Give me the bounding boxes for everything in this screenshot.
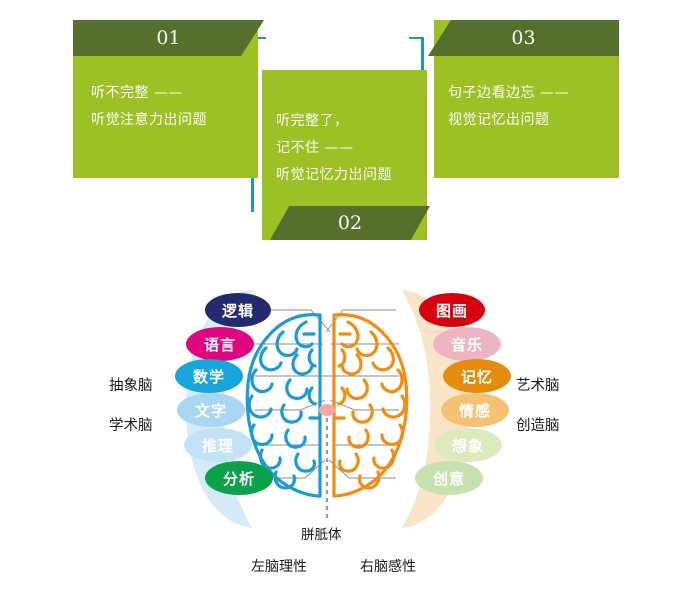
connector-line-left-tick [251, 37, 266, 39]
brain-label-qinggan[interactable]: 情感 [441, 393, 509, 427]
problem-cards-section: 01 听不完整 —— 听觉注意力出问题 听完整了， 记不住 —— 听觉记忆力出问… [0, 0, 695, 260]
brain-label-xiangxiang[interactable]: 想象 [434, 428, 502, 462]
card-03[interactable]: 03 句子边看边忘 —— 视觉记忆出问题 [428, 20, 619, 178]
brain-label-yuyan-text: 语言 [203, 335, 236, 354]
card-01[interactable]: 01 听不完整 —— 听觉注意力出问题 [73, 20, 264, 178]
brain-label-fenxi-text: 分析 [222, 469, 255, 488]
brain-label-wenzi[interactable]: 文字 [177, 393, 245, 427]
brain-label-tuhua-text: 图画 [435, 301, 468, 320]
label-left-brain-rational: 左脑理性 [251, 559, 307, 575]
brain-illustration [186, 290, 468, 528]
card-02-text: 听完整了， 记不住 —— 听觉记忆力出问题 [276, 113, 392, 183]
card-01-banner: 01 [73, 20, 264, 56]
side-label-academic-brain: 学术脑 [106, 413, 156, 436]
brain-label-xiangxiang-text: 想象 [451, 436, 484, 455]
brain-label-shuxue-text: 数学 [192, 367, 225, 386]
card-03-number: 03 [511, 27, 536, 49]
side-label-abstract-brain: 抽象脑 [106, 373, 156, 396]
brain-label-tuili[interactable]: 推理 [184, 428, 252, 462]
brain-label-yuyan[interactable]: 语言 [186, 327, 254, 361]
card-03-banner: 03 [428, 20, 619, 56]
label-corpus-callosum: 胼胝体 [301, 527, 342, 543]
brain-label-wenzi-text: 文字 [194, 401, 227, 420]
card-02[interactable]: 听完整了， 记不住 —— 听觉记忆力出问题 02 [262, 70, 430, 240]
connector-line-right-tick [409, 37, 424, 39]
card-02-number: 02 [337, 212, 363, 234]
card-01-number: 01 [156, 27, 181, 49]
brain-label-shuxue[interactable]: 数学 [175, 359, 243, 393]
card-01-text: 听不完整 —— 听觉注意力出问题 [91, 85, 207, 128]
brain-label-tuili-text: 推理 [201, 436, 234, 455]
brain-label-jiyi[interactable]: 记忆 [443, 359, 511, 393]
brain-diagram-section: 逻辑 语言 数学 文字 推理 分析 图画 音乐 记忆 情感 想象 [0, 260, 695, 595]
brain-label-fenxi[interactable]: 分析 [205, 461, 273, 495]
card-02-banner: 02 [270, 206, 430, 240]
right-leader-lines [325, 309, 399, 479]
label-right-brain-emotional: 右脑感性 [360, 559, 416, 575]
card-03-text: 句子边看边忘 —— 视觉记忆出问题 [448, 85, 569, 128]
brain-label-yinyue-text: 音乐 [450, 335, 483, 354]
brain-label-chuangyi-text: 创意 [432, 469, 465, 488]
brain-label-jiyi-text: 记忆 [460, 367, 493, 386]
brain-label-chuangyi[interactable]: 创意 [415, 461, 483, 495]
brain-label-qinggan-text: 情感 [458, 401, 491, 420]
side-label-art-brain: 艺术脑 [513, 373, 563, 396]
brain-label-luoji[interactable]: 逻辑 [205, 293, 271, 327]
left-hemisphere [245, 313, 322, 498]
brain-label-tuhua[interactable]: 图画 [419, 293, 485, 327]
right-hemisphere [332, 313, 409, 498]
corpus-callosum-dot [319, 404, 335, 416]
side-label-creative-brain: 创造脑 [513, 413, 563, 436]
brain-label-yinyue[interactable]: 音乐 [433, 327, 501, 361]
brain-label-luoji-text: 逻辑 [221, 301, 254, 320]
